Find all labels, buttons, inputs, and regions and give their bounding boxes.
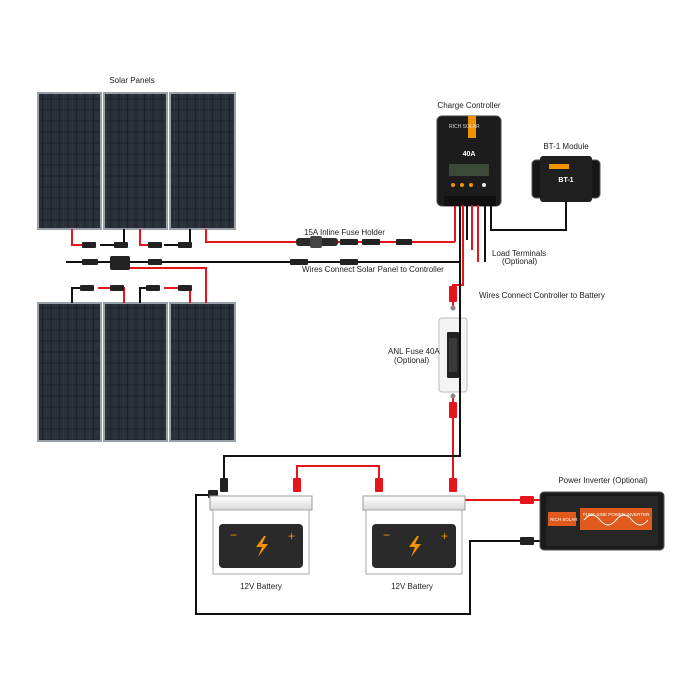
label-wires-controller-battery: Wires Connect Controller to Battery [479, 291, 605, 300]
label-anl-fuse: ANL Fuse 40A [388, 347, 440, 356]
battery-1: − + [209, 495, 313, 575]
controller-current: 40A [463, 151, 476, 158]
label-load-terminals: Load Terminals [492, 249, 546, 258]
power-inverter: RICH SOLAR PURE SINE POWER INVERTER [539, 491, 665, 551]
svg-text:−: − [230, 528, 237, 542]
solar-panel [169, 92, 236, 230]
label-fuse-holder: 15A Inline Fuse Holder [304, 228, 385, 237]
ring-terminal [449, 402, 457, 418]
battery-2: − + [362, 495, 466, 575]
solar-panel [103, 302, 168, 442]
controller-button [451, 183, 455, 187]
controller-brand: RICH SOLAR [449, 124, 480, 130]
bt1-title: BT-1 [558, 177, 573, 184]
svg-text:+: + [441, 529, 448, 543]
label-battery-2: 12V Battery [391, 582, 433, 591]
labels: Solar Panels Charge Controller BT-1 Modu… [109, 76, 648, 591]
bt1-module: BT-1 [531, 156, 601, 202]
label-bt1-module: BT-1 Module [543, 142, 589, 151]
solar-panel [169, 302, 236, 442]
lightning-bolt-icon [409, 536, 421, 557]
solar-panel-array-top [37, 92, 236, 230]
controller-button [469, 183, 473, 187]
solar-panel [103, 92, 168, 230]
label-anl-optional: (Optional) [394, 356, 429, 365]
solar-panel-array-bottom [37, 302, 236, 442]
charge-controller: RICH SOLAR 40A [436, 115, 502, 207]
inverter-brand: RICH SOLAR [550, 517, 578, 522]
controller-terminals [466, 202, 567, 262]
inverter-model: PURE SINE POWER INVERTER [583, 512, 650, 517]
panel-wiring [66, 205, 461, 303]
label-wires-panel-controller: Wires Connect Solar Panel to Controller [302, 265, 444, 274]
controller-button [482, 183, 486, 187]
controller-button [460, 183, 464, 187]
label-load-optional: (Optional) [502, 257, 537, 266]
battery-wiring [195, 262, 540, 615]
mc4-connectors [80, 239, 412, 291]
svg-text:−: − [383, 528, 390, 542]
svg-text:+: + [288, 529, 295, 543]
label-power-inverter: Power Inverter (Optional) [558, 476, 648, 485]
controller-display [449, 164, 489, 176]
lightning-bolt-icon [256, 536, 268, 557]
solar-panel [37, 92, 102, 230]
ring-terminal [449, 286, 457, 302]
anl-fuse [438, 305, 468, 399]
inline-fuse-holder [296, 236, 338, 248]
label-charge-controller: Charge Controller [437, 101, 500, 110]
solar-panel [37, 302, 102, 442]
label-battery-1: 12V Battery [240, 582, 282, 591]
label-solar-panels: Solar Panels [109, 76, 154, 85]
battery-cable-lugs [293, 478, 534, 504]
battery-cable-lugs-black [208, 478, 534, 545]
